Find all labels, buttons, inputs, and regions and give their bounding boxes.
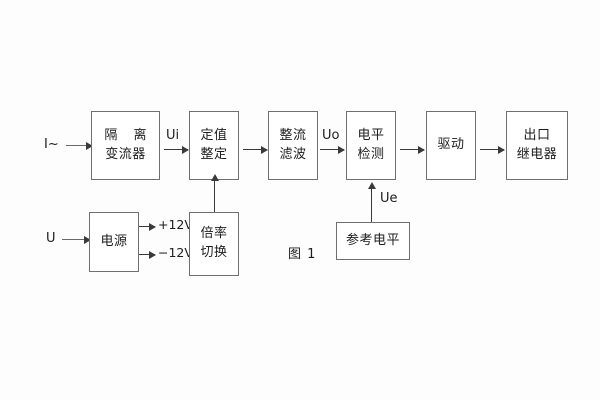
block-level-detect-line1: 电平 [357,127,385,143]
block-isolation-transformer: 隔 离 变流器 [91,111,160,180]
block-output-relay: 出口 继电器 [506,111,568,180]
arrow-rectifier-to-level-detect [320,145,345,154]
block-isolation-line1: 隔 离 [104,127,153,143]
arrow-voltage-to-power-supply [62,235,91,244]
block-reference-level-line1: 参考电平 [345,232,400,248]
block-setpoint-line2: 整定 [200,146,228,162]
block-output-relay-line1: 出口 [523,127,551,143]
block-output-relay-line2: 继电器 [516,146,558,162]
arrow-current-to-isolation [66,141,93,150]
block-rectifier-filter: 整流 滤波 [268,111,318,180]
arrow-driver-to-output-relay [480,145,505,154]
signal-label-ui: Ui [166,128,180,143]
signal-label-rail-negative: −12V [158,245,193,260]
arrow-rail-positive [139,222,156,231]
block-multiplier-line2: 切换 [200,245,228,260]
input-label-current: I~ [44,137,59,152]
block-multiplier-switch: 倍率 切换 [189,212,239,276]
arrow-isolation-to-setpoint [164,145,189,154]
input-label-voltage: U [46,231,56,246]
signal-label-rail-positive: +12V [158,217,193,232]
arrow-level-detect-to-driver [400,145,425,154]
block-power-supply: 电源 [89,212,139,272]
block-setpoint-line1: 定值 [200,127,228,143]
block-power-supply-line1: 电源 [100,233,128,249]
block-multiplier-line1: 倍率 [200,226,228,242]
figure-caption: 图 1 [288,247,317,262]
block-driver-line1: 驱动 [437,137,465,153]
arrow-setpoint-to-rectifier [243,145,268,154]
arrow-reference-to-level-detect [367,182,376,222]
block-level-detection: 电平 检测 [346,111,396,180]
signal-label-ue: Ue [380,191,398,206]
block-reference-level: 参考电平 [336,222,410,260]
signal-label-uo: Uo [322,128,340,143]
block-rectifier-line2: 滤波 [279,146,307,162]
arrow-multiplier-to-setpoint [210,174,219,212]
arrow-rail-negative [139,250,156,259]
block-driver: 驱动 [426,111,476,180]
block-setpoint: 定值 整定 [189,111,239,180]
block-rectifier-line1: 整流 [279,127,307,143]
block-level-detect-line2: 检测 [357,146,385,162]
block-isolation-line2: 变流器 [105,146,146,162]
